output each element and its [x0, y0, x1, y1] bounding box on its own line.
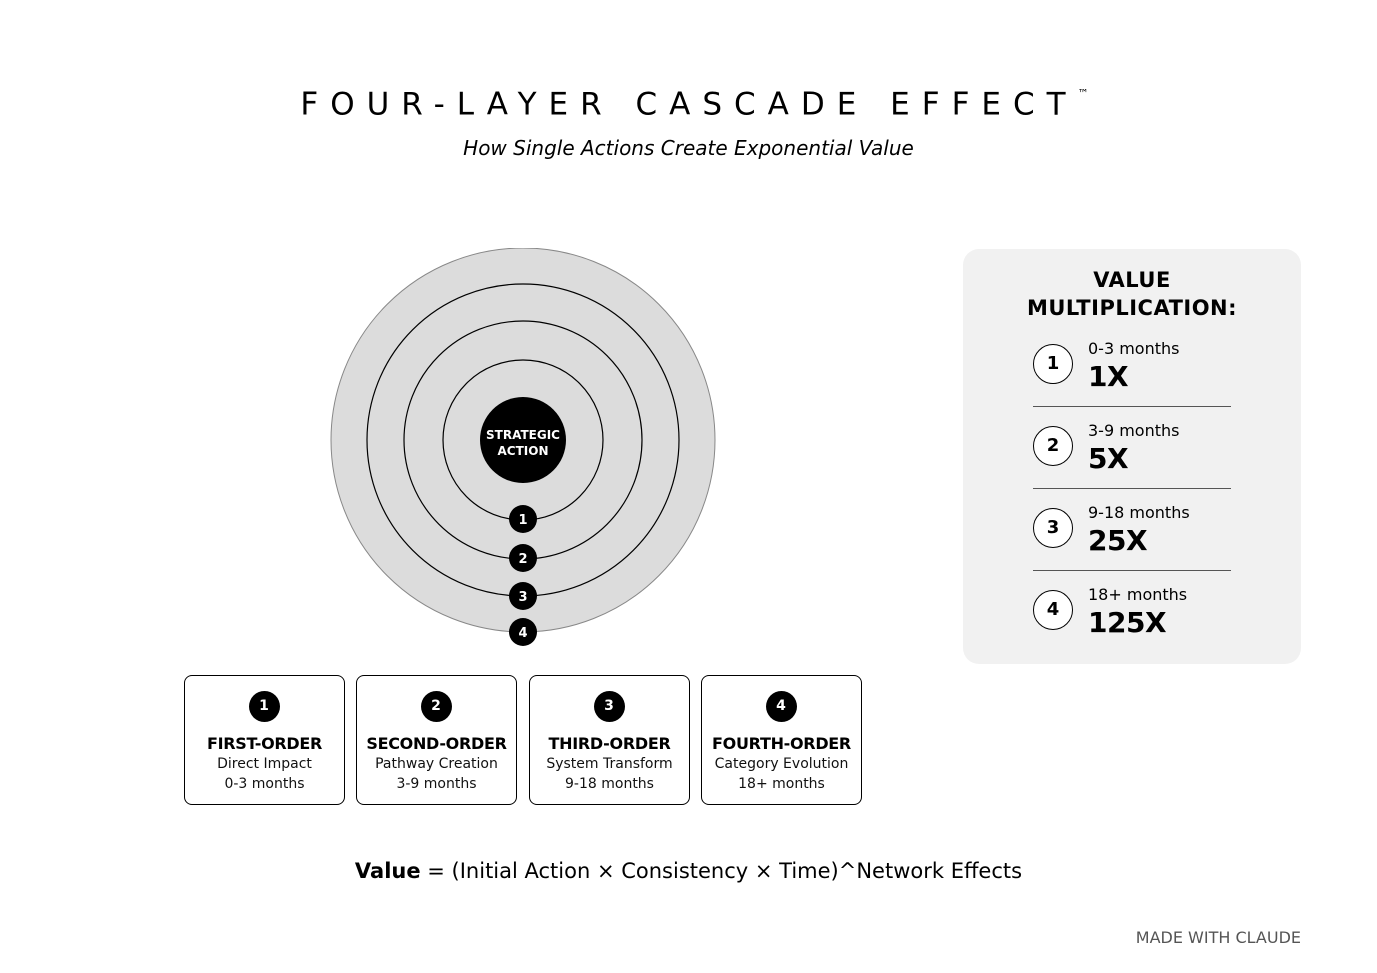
center-label-line2: ACTION [498, 444, 549, 458]
formula-key: Value [354, 859, 421, 883]
stage-description: Direct Impact [217, 756, 312, 772]
ring-marker-3: 3 [509, 582, 537, 610]
value-row-multiplier: 1X [1088, 360, 1129, 393]
ring-marker-2-label: 2 [518, 552, 527, 567]
value-row-multiplier: 125X [1088, 606, 1167, 639]
made-with-credit: MADE WITH CLAUDE [1135, 928, 1301, 947]
stage-description: System Transform [546, 756, 673, 772]
page-title-text: FOUR-LAYER CASCADE EFFECT [300, 86, 1078, 123]
cascade-diagram: STRATEGIC ACTION 1 2 3 4 [330, 247, 716, 648]
stage-number-badge: 2 [420, 691, 452, 722]
center-action-circle [480, 397, 566, 483]
stage-name: THIRD-ORDER [548, 734, 671, 753]
ring-marker-3-dot [509, 582, 537, 610]
value-row-2: 2 3-9 months 5X [1033, 421, 1231, 505]
stage-timeframe: 9-18 months [565, 776, 654, 792]
ring-marker-1-label: 1 [518, 513, 527, 528]
stage-name: FIRST-ORDER [206, 734, 323, 753]
stage-card-first-order: 1 FIRST-ORDER Direct Impact 0-3 months [184, 675, 345, 805]
stage-card-fourth-order: 4 FOURTH-ORDER Category Evolution 18+ mo… [701, 675, 862, 805]
value-row-number: 3 [1033, 508, 1073, 548]
ring-marker-2-dot [509, 544, 537, 572]
formula-expression: = (Initial Action × Consistency × Time)^… [420, 859, 1023, 883]
ring-marker-4-label: 4 [518, 626, 527, 641]
ring-marker-3-label: 3 [518, 590, 527, 605]
value-panel-title-line1: VALUE [1093, 268, 1171, 292]
stage-cards: 1 FIRST-ORDER Direct Impact 0-3 months 2… [184, 675, 865, 807]
stage-description: Category Evolution [714, 756, 849, 772]
value-row-months: 18+ months [1088, 585, 1188, 604]
value-panel-title-line2: MULTIPLICATION: [1026, 296, 1238, 320]
center-label-line1: STRATEGIC [486, 428, 560, 442]
stage-timeframe: 0-3 months [224, 776, 305, 792]
value-row-multiplier: 5X [1088, 442, 1129, 475]
stage-name: SECOND-ORDER [366, 734, 507, 753]
stage-number-badge: 3 [593, 691, 625, 722]
value-row-1: 1 0-3 months 1X [1033, 339, 1231, 423]
page-subtitle: How Single Actions Create Exponential Va… [463, 136, 914, 160]
stage-timeframe: 18+ months [738, 776, 825, 792]
value-multiplication-panel: VALUE MULTIPLICATION: 1 0-3 months 1X 2 … [963, 249, 1301, 664]
cascade-rings-svg: STRATEGIC ACTION 1 2 3 4 [330, 247, 716, 646]
value-row-months: 0-3 months [1088, 339, 1180, 358]
stage-timeframe: 3-9 months [396, 776, 477, 792]
stage-description: Pathway Creation [375, 756, 498, 772]
value-row-number: 1 [1033, 344, 1073, 384]
stage-card-second-order: 2 SECOND-ORDER Pathway Creation 3-9 mont… [356, 675, 517, 805]
ring-marker-4-dot [509, 618, 537, 646]
value-row-months: 3-9 months [1088, 421, 1180, 440]
stage-number-badge: 1 [248, 691, 280, 722]
value-panel-title: VALUE MULTIPLICATION: [963, 266, 1301, 322]
ring-marker-1: 1 [509, 505, 537, 533]
value-row-months: 9-18 months [1088, 503, 1190, 522]
stage-name: FOURTH-ORDER [712, 734, 851, 753]
value-row-3: 3 9-18 months 25X [1033, 503, 1231, 587]
value-formula: Value = (Initial Action × Consistency × … [0, 856, 1377, 886]
value-row-number: 2 [1033, 426, 1073, 466]
stage-number-badge: 4 [765, 691, 797, 722]
ring-marker-4: 4 [509, 618, 537, 646]
ring-marker-2: 2 [509, 544, 537, 572]
value-row-number: 4 [1033, 590, 1073, 630]
trademark-symbol: ™ [1077, 87, 1089, 100]
ring-marker-1-dot [509, 505, 537, 533]
value-row-divider [1033, 488, 1231, 489]
value-row-divider [1033, 406, 1231, 407]
value-row-multiplier: 25X [1088, 524, 1148, 557]
page-title: FOUR-LAYER CASCADE EFFECT™ [0, 80, 1377, 124]
stage-card-third-order: 3 THIRD-ORDER System Transform 9-18 mont… [529, 675, 690, 805]
value-row-divider [1033, 570, 1231, 571]
value-row-4: 4 18+ months 125X [1033, 585, 1231, 669]
